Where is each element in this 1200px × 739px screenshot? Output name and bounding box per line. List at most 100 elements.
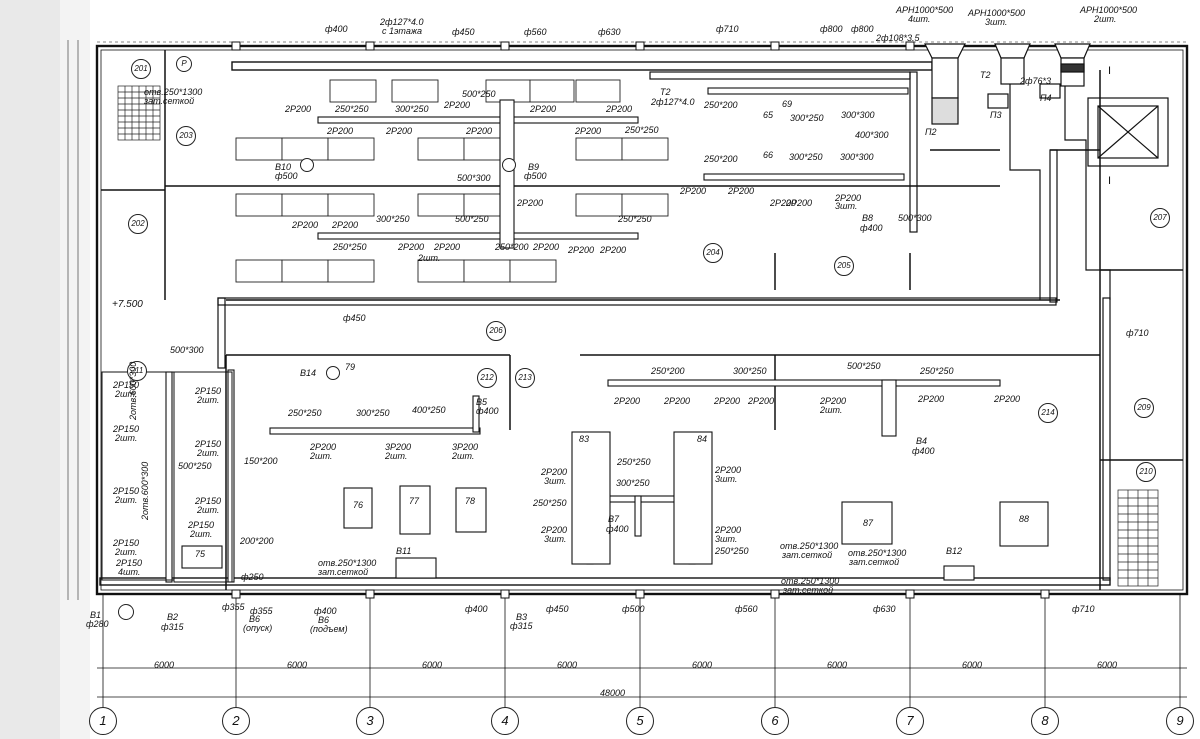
elevator-shaft [1087, 97, 1169, 167]
duct-size: 250*200 [651, 366, 685, 376]
count-label: 2шт. [115, 547, 138, 557]
room-number: 211 [127, 361, 147, 381]
duct-size: 400*250 [412, 405, 446, 415]
overall-dimension: 48000 [600, 688, 626, 698]
duct-size: 300*300 [840, 152, 874, 162]
intake-diameter: ф400 [912, 446, 935, 456]
grille-label: 2Р150 [113, 380, 140, 390]
grille-label: 2Р200 [606, 104, 633, 114]
opening-note: отв.250*1300 [144, 87, 203, 97]
grille-label: 2Р200 [517, 198, 544, 208]
duct-size: 300*250 [356, 408, 390, 418]
duct-size: 500*300 [170, 345, 204, 355]
count-label: 2шт. [197, 395, 220, 405]
tables [235, 79, 669, 283]
scan-binding-edge [0, 0, 60, 739]
duct-diameter: ф355 [250, 606, 273, 616]
air-intake-icon [326, 366, 340, 380]
equipment-number: 87 [862, 518, 873, 528]
duct-size: 400*300 [855, 130, 889, 140]
count-label: 4шт. [118, 567, 141, 577]
duct-diameter: ф500 [622, 604, 645, 614]
grille-label: 2Р200 [444, 100, 471, 110]
grille-label: 2Р200 [310, 442, 337, 452]
count-label: 3шт. [835, 201, 858, 211]
grille-label: 2Р200 [575, 126, 602, 136]
duct-size: 250*250 [920, 366, 954, 376]
duct-diameter: ф630 [873, 604, 896, 614]
intake-diameter: ф400 [606, 524, 629, 534]
unit-label: П3 [990, 110, 1002, 120]
span-dimension: 6000 [557, 660, 578, 670]
room-number: 202 [128, 214, 148, 234]
room-number: 203 [176, 126, 196, 146]
intake-diameter: ф400 [314, 606, 337, 616]
duct-size: 500*300 [898, 213, 932, 223]
intake-label: В11 [396, 546, 412, 556]
branch-ducts [165, 87, 1001, 583]
opening-note: зат.сеткой [144, 96, 195, 106]
equipment-number: 69 [781, 99, 792, 109]
duct-diameter: ф400 [325, 24, 348, 34]
equipment-number: 88 [1018, 514, 1029, 524]
duct-diameter: ф800 [820, 24, 843, 34]
grille-label: 2Р150 [195, 496, 222, 506]
room-number: 210 [1136, 462, 1156, 482]
columns [231, 41, 1050, 599]
pipe-label: 2ф127*4.0 [651, 97, 695, 107]
pipe-tag: Т2 [980, 70, 991, 80]
intake-diameter: ф400 [476, 406, 499, 416]
opening-note: отв.250*1300 [780, 541, 839, 551]
intake-label: В5 [476, 397, 488, 407]
duct-size: 500*250 [455, 214, 489, 224]
opening-note: 2отв.600*300 [140, 461, 150, 520]
count-label: 2шт. [197, 505, 220, 515]
room-number: 209 [1134, 398, 1154, 418]
equipment-number: 75 [194, 549, 205, 559]
grille-label: 2Р200 [728, 186, 755, 196]
grille-label: 2Р150 [188, 520, 215, 530]
damper-label: АРН1000*500 [1080, 5, 1138, 15]
intake-note: (подъем) [310, 624, 348, 634]
count-label: 2шт. [115, 433, 138, 443]
grille-label: 2Р200 [332, 220, 359, 230]
opening-note: зат.сеткой [783, 585, 834, 595]
intake-label: В12 [946, 546, 963, 556]
duct-size: 500*250 [462, 89, 496, 99]
duct-size: 250*250 [715, 546, 749, 556]
grille-label: 2Р200 [327, 126, 354, 136]
shaft-mark: I [1108, 175, 1112, 187]
duct-diameter: ф710 [1126, 328, 1149, 338]
grille-label: 2Р200 [600, 245, 627, 255]
duct-diameter: ф630 [598, 27, 621, 37]
equipment-number: 76 [352, 500, 363, 510]
duct-size: 250*200 [704, 100, 738, 110]
count-label: 2шт. [385, 451, 408, 461]
grid-axis-bubble: 3 [356, 707, 384, 735]
duct-size: 150*200 [244, 456, 278, 466]
count-label: 2шт. [452, 451, 475, 461]
room-number: 204 [703, 243, 723, 263]
intake-label: В6 [318, 615, 330, 625]
duct-diameter: ф710 [716, 24, 739, 34]
intake-diameter: ф280 [86, 619, 109, 629]
grille-label: 2Р200 [614, 396, 641, 406]
duct-size: 250*250 [625, 125, 659, 135]
equipment-number: 83 [578, 434, 589, 444]
opening-note: отв.250*1300 [848, 548, 907, 558]
duct-size: 300*250 [789, 152, 823, 162]
count-label: 3шт. [715, 534, 738, 544]
intake-label: В6 [249, 614, 261, 624]
span-dimension: 6000 [287, 660, 308, 670]
main-ducts [99, 61, 1111, 586]
opening-note: зат.сеткой [782, 550, 833, 560]
opening-note: отв.250*1300 [318, 558, 377, 568]
grid-axis-bubble: 2 [222, 707, 250, 735]
grille-label: 2Р150 [116, 558, 143, 568]
stair-201 [117, 85, 161, 141]
grille-label: 2Р150 [113, 486, 140, 496]
grille-label: 2Р200 [918, 394, 945, 404]
duct-size: 250*250 [618, 214, 652, 224]
intake-label: В3 [516, 612, 528, 622]
